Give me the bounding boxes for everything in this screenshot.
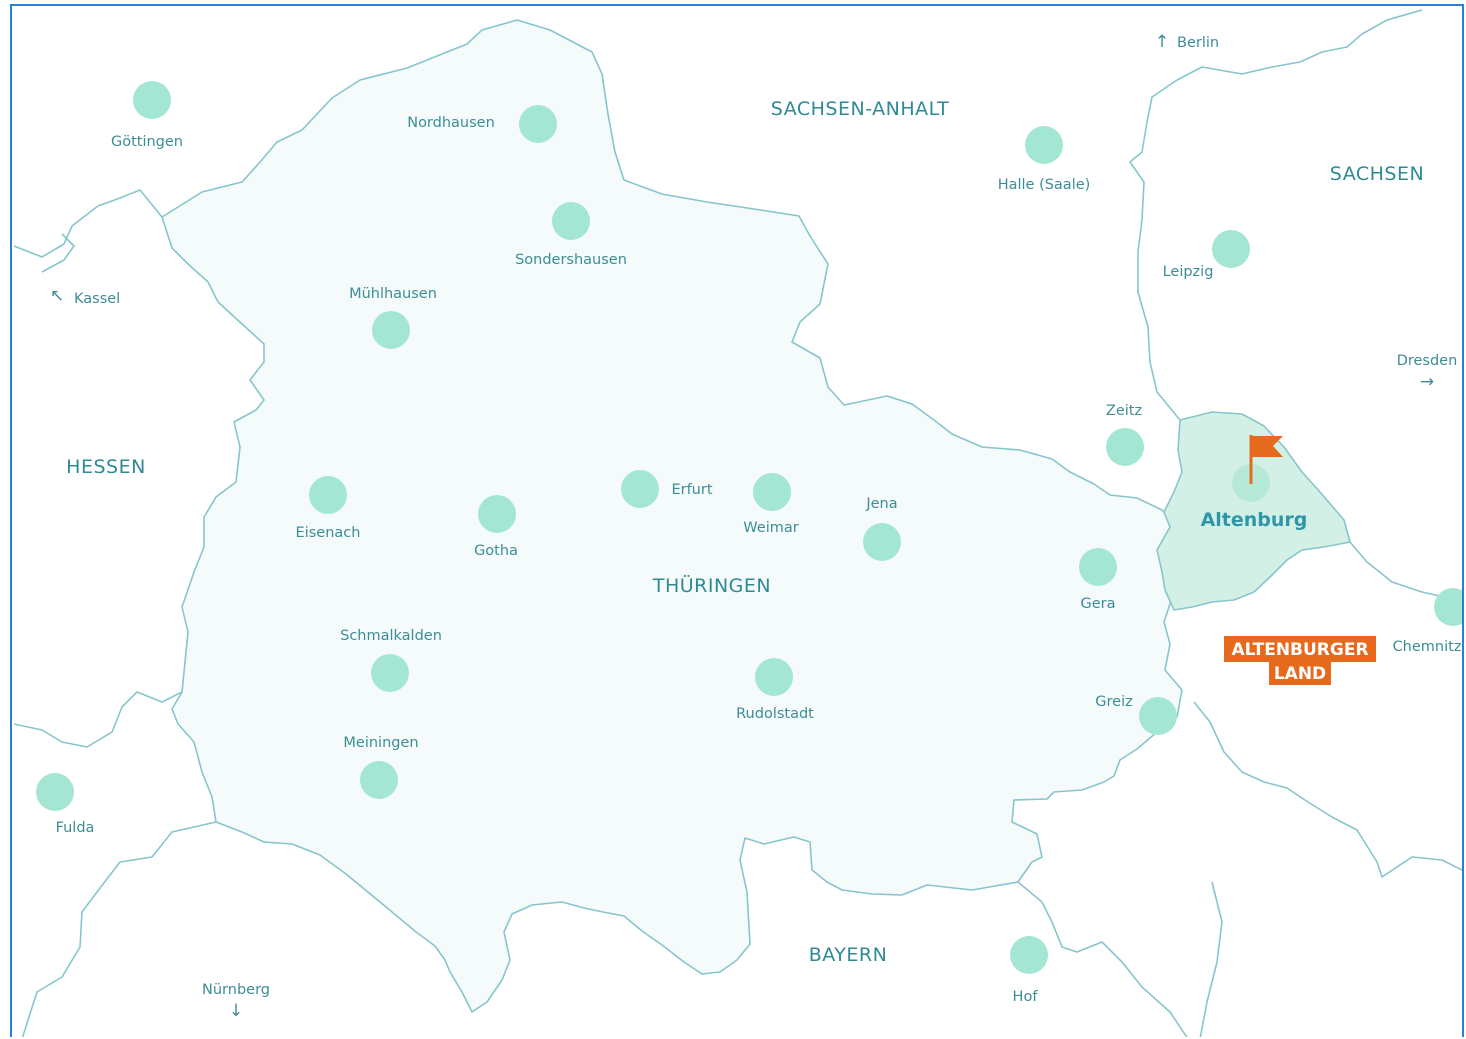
city-dot-zeitz[interactable]: [1106, 428, 1144, 466]
state-borders: [13, 9, 1462, 1037]
region-hessen: HESSEN: [66, 456, 146, 478]
region-sachsen-anhalt: SACHSEN-ANHALT: [771, 98, 949, 120]
city-label-erfurt: Erfurt: [671, 482, 712, 498]
city-dot-jena[interactable]: [863, 523, 901, 561]
city-dot-fulda[interactable]: [36, 773, 74, 811]
city-dot-leipzig[interactable]: [1212, 230, 1250, 268]
city-label-nordhausen: Nordhausen: [407, 115, 495, 131]
direction-label-dresden: Dresden: [1397, 353, 1458, 369]
direction-label-kassel: Kassel: [74, 291, 120, 307]
city-dot-greiz[interactable]: [1139, 697, 1177, 735]
region-thueringen: THÜRINGEN: [652, 574, 771, 597]
city-dot-erfurt[interactable]: [621, 470, 659, 508]
city-label-gotha: Gotha: [474, 543, 518, 559]
map-frame: SACHSEN-ANHALT SACHSEN HESSEN THÜRINGEN …: [10, 4, 1464, 1037]
city-dot-meiningen[interactable]: [360, 761, 398, 799]
badge-line-1: ALTENBURGER: [1231, 640, 1368, 660]
city-label-halle: Halle (Saale): [998, 177, 1091, 193]
city-dot-sondershausen[interactable]: [552, 202, 590, 240]
city-label-leipzig: Leipzig: [1163, 264, 1214, 280]
arrow-right-icon: →: [1420, 372, 1434, 392]
region-bayern: BAYERN: [809, 944, 888, 966]
city-label-fulda: Fulda: [56, 820, 95, 836]
city-dot-halle[interactable]: [1025, 126, 1063, 164]
city-dots: [36, 81, 1464, 974]
highlight-city-label: Altenburg: [1201, 509, 1308, 531]
city-dot-hof[interactable]: [1010, 936, 1048, 974]
city-label-gera: Gera: [1080, 596, 1115, 612]
direction-label-nuernberg: Nürnberg: [202, 982, 270, 998]
altenburger-land-area: [1156, 411, 1351, 611]
city-label-zeitz: Zeitz: [1106, 403, 1142, 419]
city-label-meiningen: Meiningen: [343, 735, 418, 751]
city-dot-goettingen[interactable]: [133, 81, 171, 119]
city-label-weimar: Weimar: [743, 520, 798, 536]
city-label-hof: Hof: [1013, 989, 1039, 1005]
region-sachsen: SACHSEN: [1330, 163, 1424, 185]
city-label-rudolstadt: Rudolstadt: [736, 706, 814, 722]
city-dot-schmalkalden[interactable]: [371, 654, 409, 692]
altenburger-land-badge[interactable]: ALTENBURGER LAND: [1224, 636, 1376, 685]
arrow-up-left-icon: ↖: [50, 286, 64, 306]
direction-label-berlin: Berlin: [1177, 35, 1219, 51]
city-label-chemnitz: Chemnitz: [1393, 639, 1462, 655]
arrow-up-icon: ↑: [1155, 32, 1169, 52]
city-label-goettingen: Göttingen: [111, 134, 183, 150]
city-label-schmalkalden: Schmalkalden: [340, 628, 442, 644]
city-label-eisenach: Eisenach: [296, 525, 361, 541]
thueringen-area: [161, 19, 1183, 1013]
city-dot-eisenach[interactable]: [309, 476, 347, 514]
city-label-muehlhausen: Mühlhausen: [349, 286, 437, 302]
city-dot-rudolstadt[interactable]: [755, 658, 793, 696]
city-dot-gotha[interactable]: [478, 495, 516, 533]
arrow-down-icon: ↓: [229, 1001, 243, 1021]
city-dot-chemnitz[interactable]: [1434, 588, 1464, 626]
city-label-greiz: Greiz: [1095, 694, 1132, 710]
city-dot-weimar[interactable]: [753, 473, 791, 511]
badge-line-2: LAND: [1274, 664, 1326, 684]
map-canvas: SACHSEN-ANHALT SACHSEN HESSEN THÜRINGEN …: [13, 9, 1464, 1037]
city-dot-muehlhausen[interactable]: [372, 311, 410, 349]
city-label-jena: Jena: [865, 496, 897, 512]
city-dot-gera[interactable]: [1079, 548, 1117, 586]
flag-icon[interactable]: [1249, 435, 1283, 484]
city-dot-nordhausen[interactable]: [519, 105, 557, 143]
city-label-sondershausen: Sondershausen: [515, 252, 627, 268]
